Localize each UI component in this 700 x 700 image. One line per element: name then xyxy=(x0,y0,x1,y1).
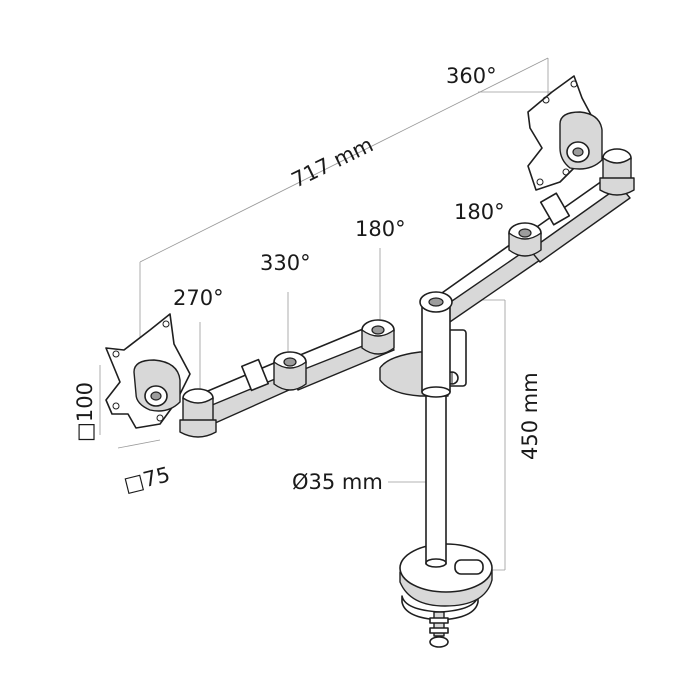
pole-body xyxy=(425,391,447,565)
rotation-label-180-center: 180° xyxy=(355,217,406,241)
vesa-100-label: □100 xyxy=(73,382,97,442)
height-label: 450 mm xyxy=(518,372,542,460)
left-joint-330-body xyxy=(273,361,307,391)
left-joint-270-ring xyxy=(179,419,217,438)
vesa-75-dim-line xyxy=(117,439,161,449)
clamp-washer-top xyxy=(429,617,449,624)
right-vesa-plate xyxy=(527,75,603,191)
dimension-lines xyxy=(99,57,560,571)
pole-head xyxy=(379,291,467,398)
right-tilt-knob-center xyxy=(572,147,584,157)
center-joint-180-body xyxy=(361,329,395,355)
left-arm xyxy=(179,319,395,438)
left-cable-clip xyxy=(240,358,270,392)
rotation-label-270: 270° xyxy=(173,286,224,310)
cable-slot xyxy=(454,559,484,575)
clamp-screw xyxy=(433,611,445,637)
right-vesa-hole-3 xyxy=(536,178,544,186)
base-plate xyxy=(399,543,493,607)
center-joint-180-cap xyxy=(371,325,385,335)
pole-sleeve-bottom xyxy=(421,386,451,398)
clamp-knob xyxy=(429,636,449,648)
rotation-label-330: 330° xyxy=(260,251,311,275)
right-vesa-hole-2 xyxy=(570,80,578,88)
width-label: 717 mm xyxy=(288,132,377,192)
vesa-75-label: □75 xyxy=(121,462,172,497)
right-joint-180-body xyxy=(508,232,542,257)
right-cable-clip xyxy=(539,192,571,226)
pole-cap-center xyxy=(428,297,444,307)
desk-clamp xyxy=(401,595,479,648)
left-vesa-hole-2 xyxy=(162,320,170,328)
left-joint-330-cap xyxy=(283,357,297,367)
pole-top-sleeve xyxy=(421,301,451,393)
right-arm xyxy=(431,148,635,327)
clamp-bracket xyxy=(401,595,479,621)
rotation-label-360: 360° xyxy=(446,64,497,88)
right-vesa-hole-4 xyxy=(562,168,570,176)
pole-diameter-label: Ø35 mm xyxy=(292,470,383,494)
pole xyxy=(425,391,447,568)
rotation-label-180-right: 180° xyxy=(454,200,505,224)
right-vesa-hole-1 xyxy=(542,96,550,104)
pole-foot xyxy=(425,558,447,568)
right-joint-180-cap xyxy=(518,228,532,238)
right-end-joint-ring xyxy=(599,177,635,196)
left-vesa-hole-1 xyxy=(112,350,120,358)
right-arm-outer-side xyxy=(529,185,631,263)
left-tilt-knob-center xyxy=(150,391,162,401)
left-vesa-plate xyxy=(105,313,191,429)
clamp-washer-mid xyxy=(429,627,449,634)
left-vesa-hole-4 xyxy=(156,414,164,422)
left-vesa-hole-3 xyxy=(112,402,120,410)
